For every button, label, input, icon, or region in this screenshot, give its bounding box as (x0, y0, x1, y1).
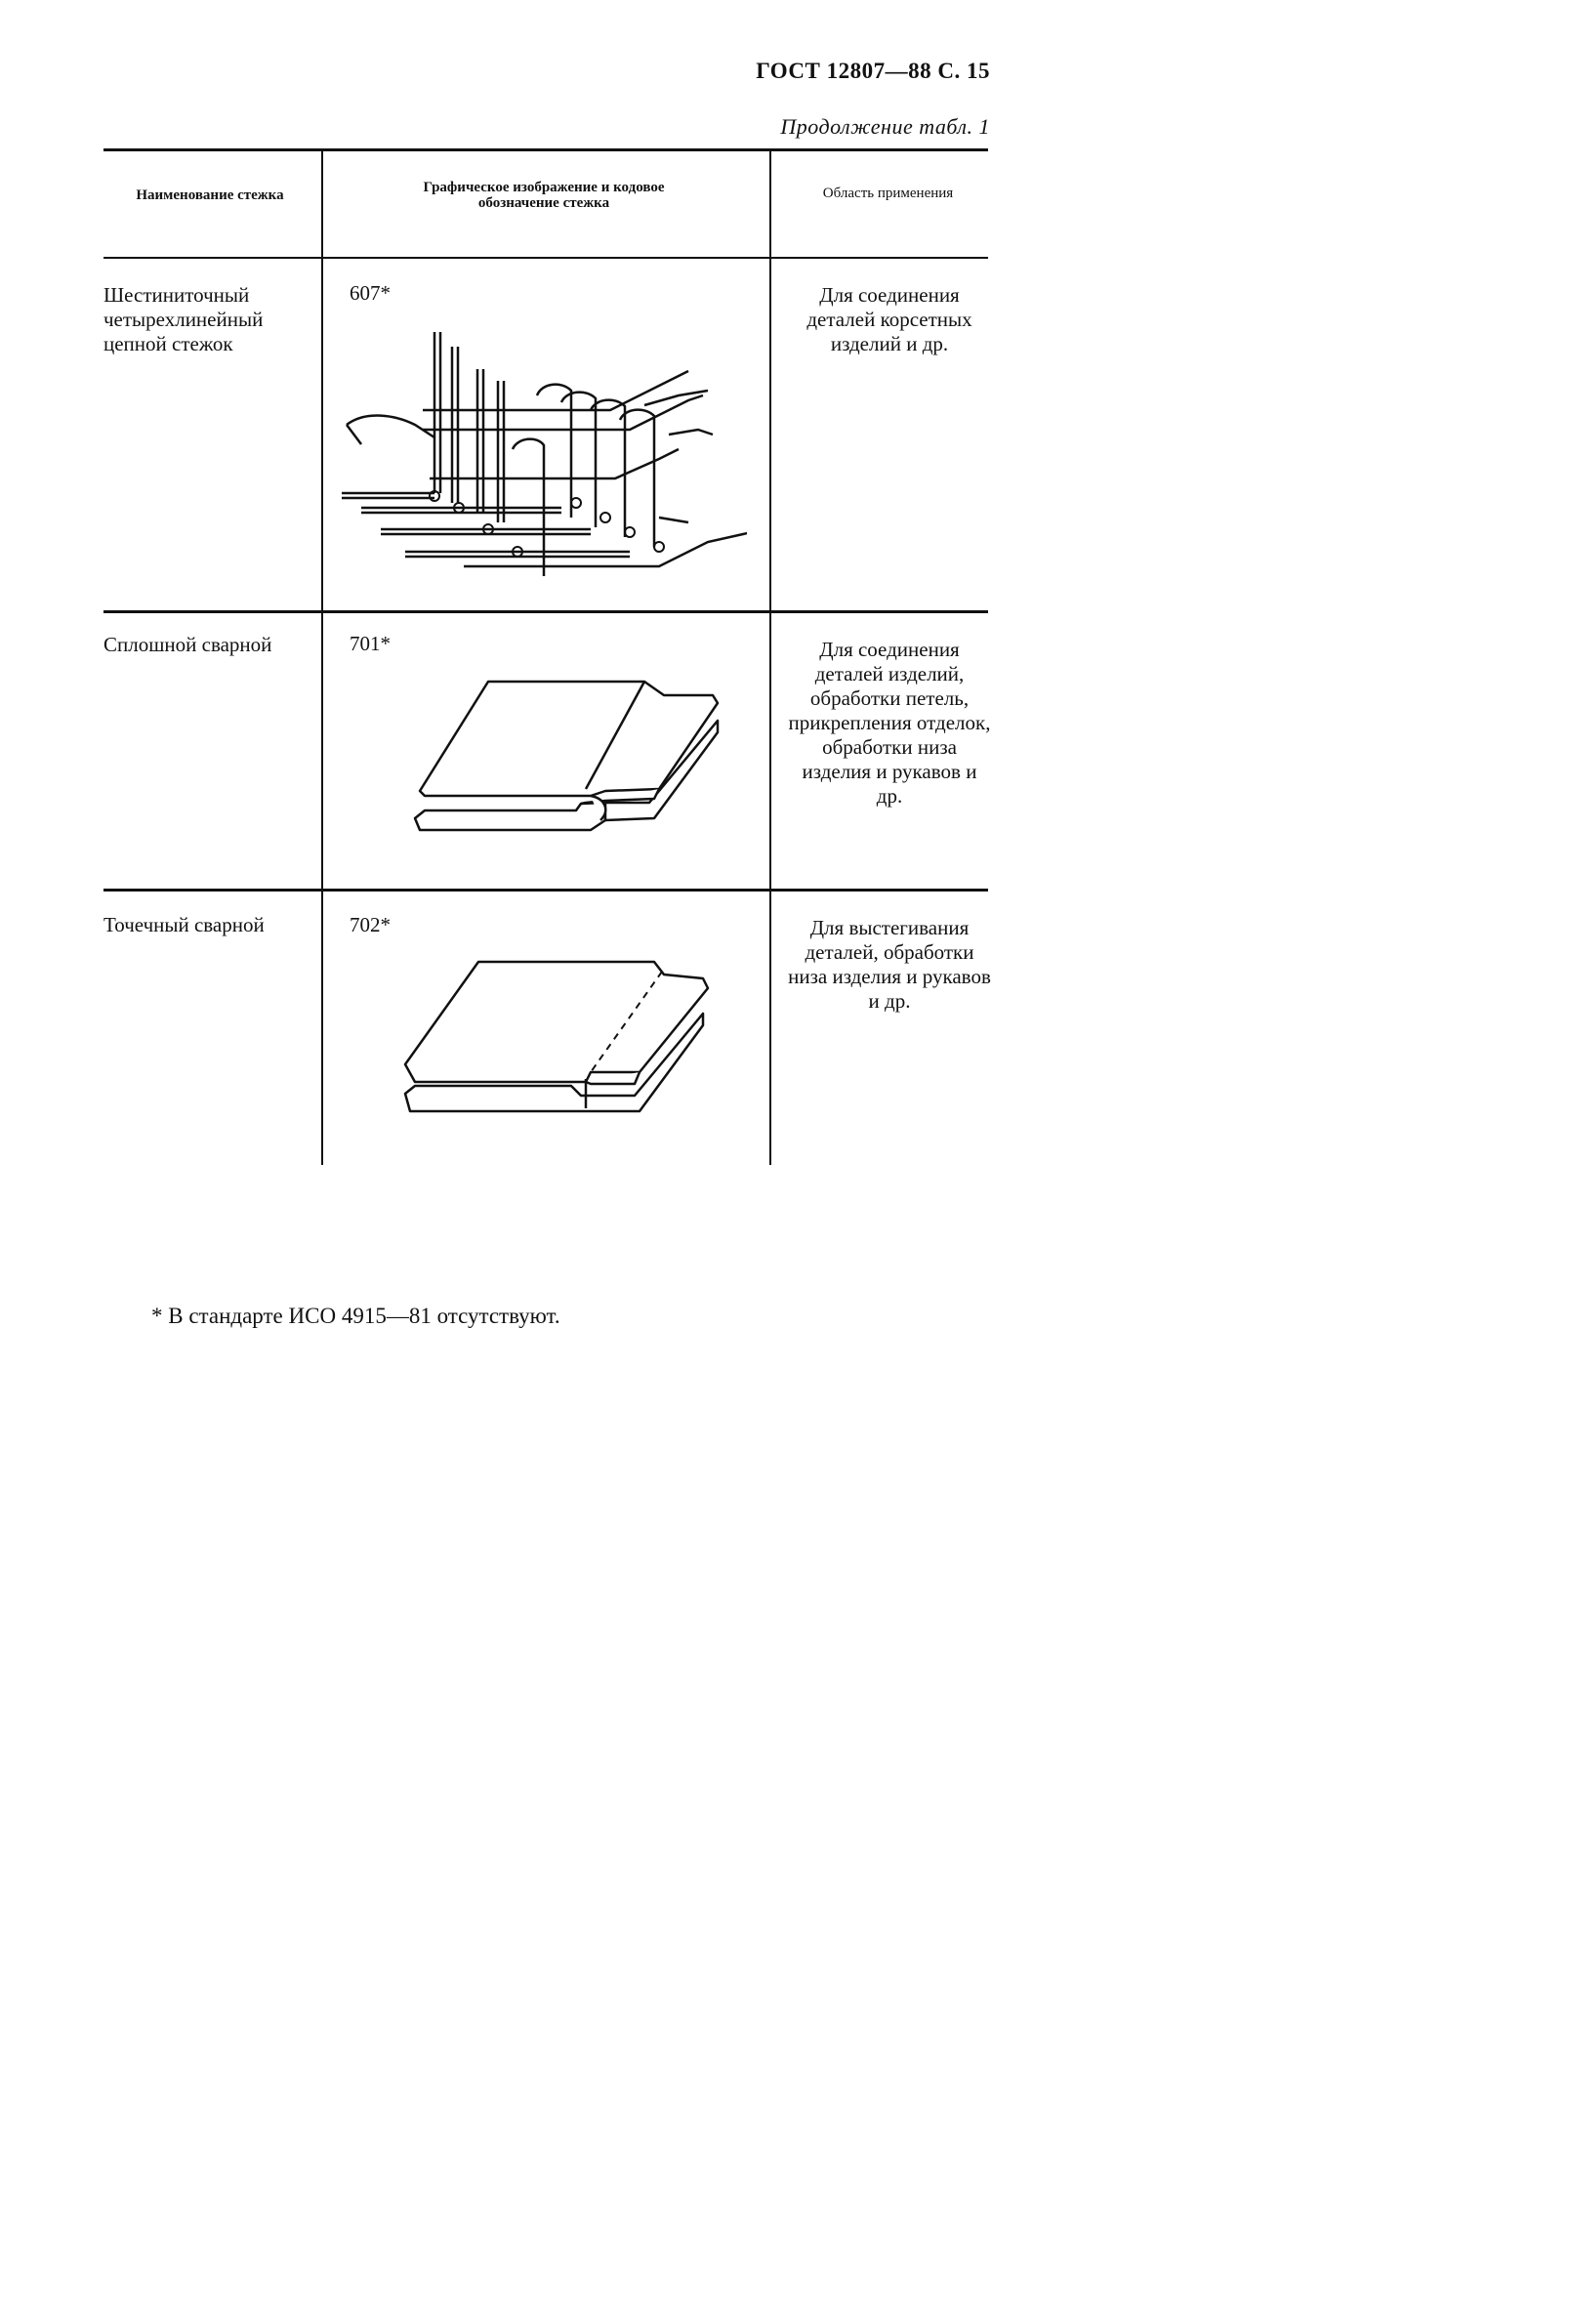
column-divider (769, 151, 771, 1165)
table-top-rule (103, 148, 988, 151)
stitch-name: Шестиниточный четырехлинейный цепной сте… (103, 283, 264, 355)
stitch-name: Сплошной сварной (103, 633, 272, 656)
six-thread-chain-stitch-diagram-icon (342, 332, 747, 576)
column-header-area: Область применения (822, 186, 954, 201)
table-continuation-label: Продолжение табл. 1 (780, 114, 990, 139)
page-header: ГОСТ 12807—88 С. 15 (756, 59, 990, 83)
stitch-code: 607* (350, 281, 391, 305)
stitch-code: 702* (350, 913, 391, 936)
application-area: Для соединения деталей изделий, обработк… (788, 638, 991, 808)
application-area: Для соединения деталей корсетных изделий… (806, 283, 972, 355)
header-bottom-rule (103, 257, 988, 259)
column-divider (321, 151, 323, 1165)
stitch-name: Точечный сварной (103, 913, 265, 936)
application-area: Для выстегивания деталей, обработки низа… (788, 916, 991, 1013)
footnote: * В стандарте ИСО 4915—81 отсутствуют. (151, 1304, 560, 1328)
row-separator (103, 889, 988, 892)
stitch-code: 701* (350, 632, 391, 655)
column-header-image: Графическое изображение и кодовое обозна… (423, 180, 665, 211)
continuous-weld-seam-diagram-icon (413, 680, 720, 832)
spot-weld-seam-diagram-icon (403, 960, 710, 1113)
column-header-name: Наименование стежка (136, 187, 284, 203)
row-separator (103, 610, 988, 613)
